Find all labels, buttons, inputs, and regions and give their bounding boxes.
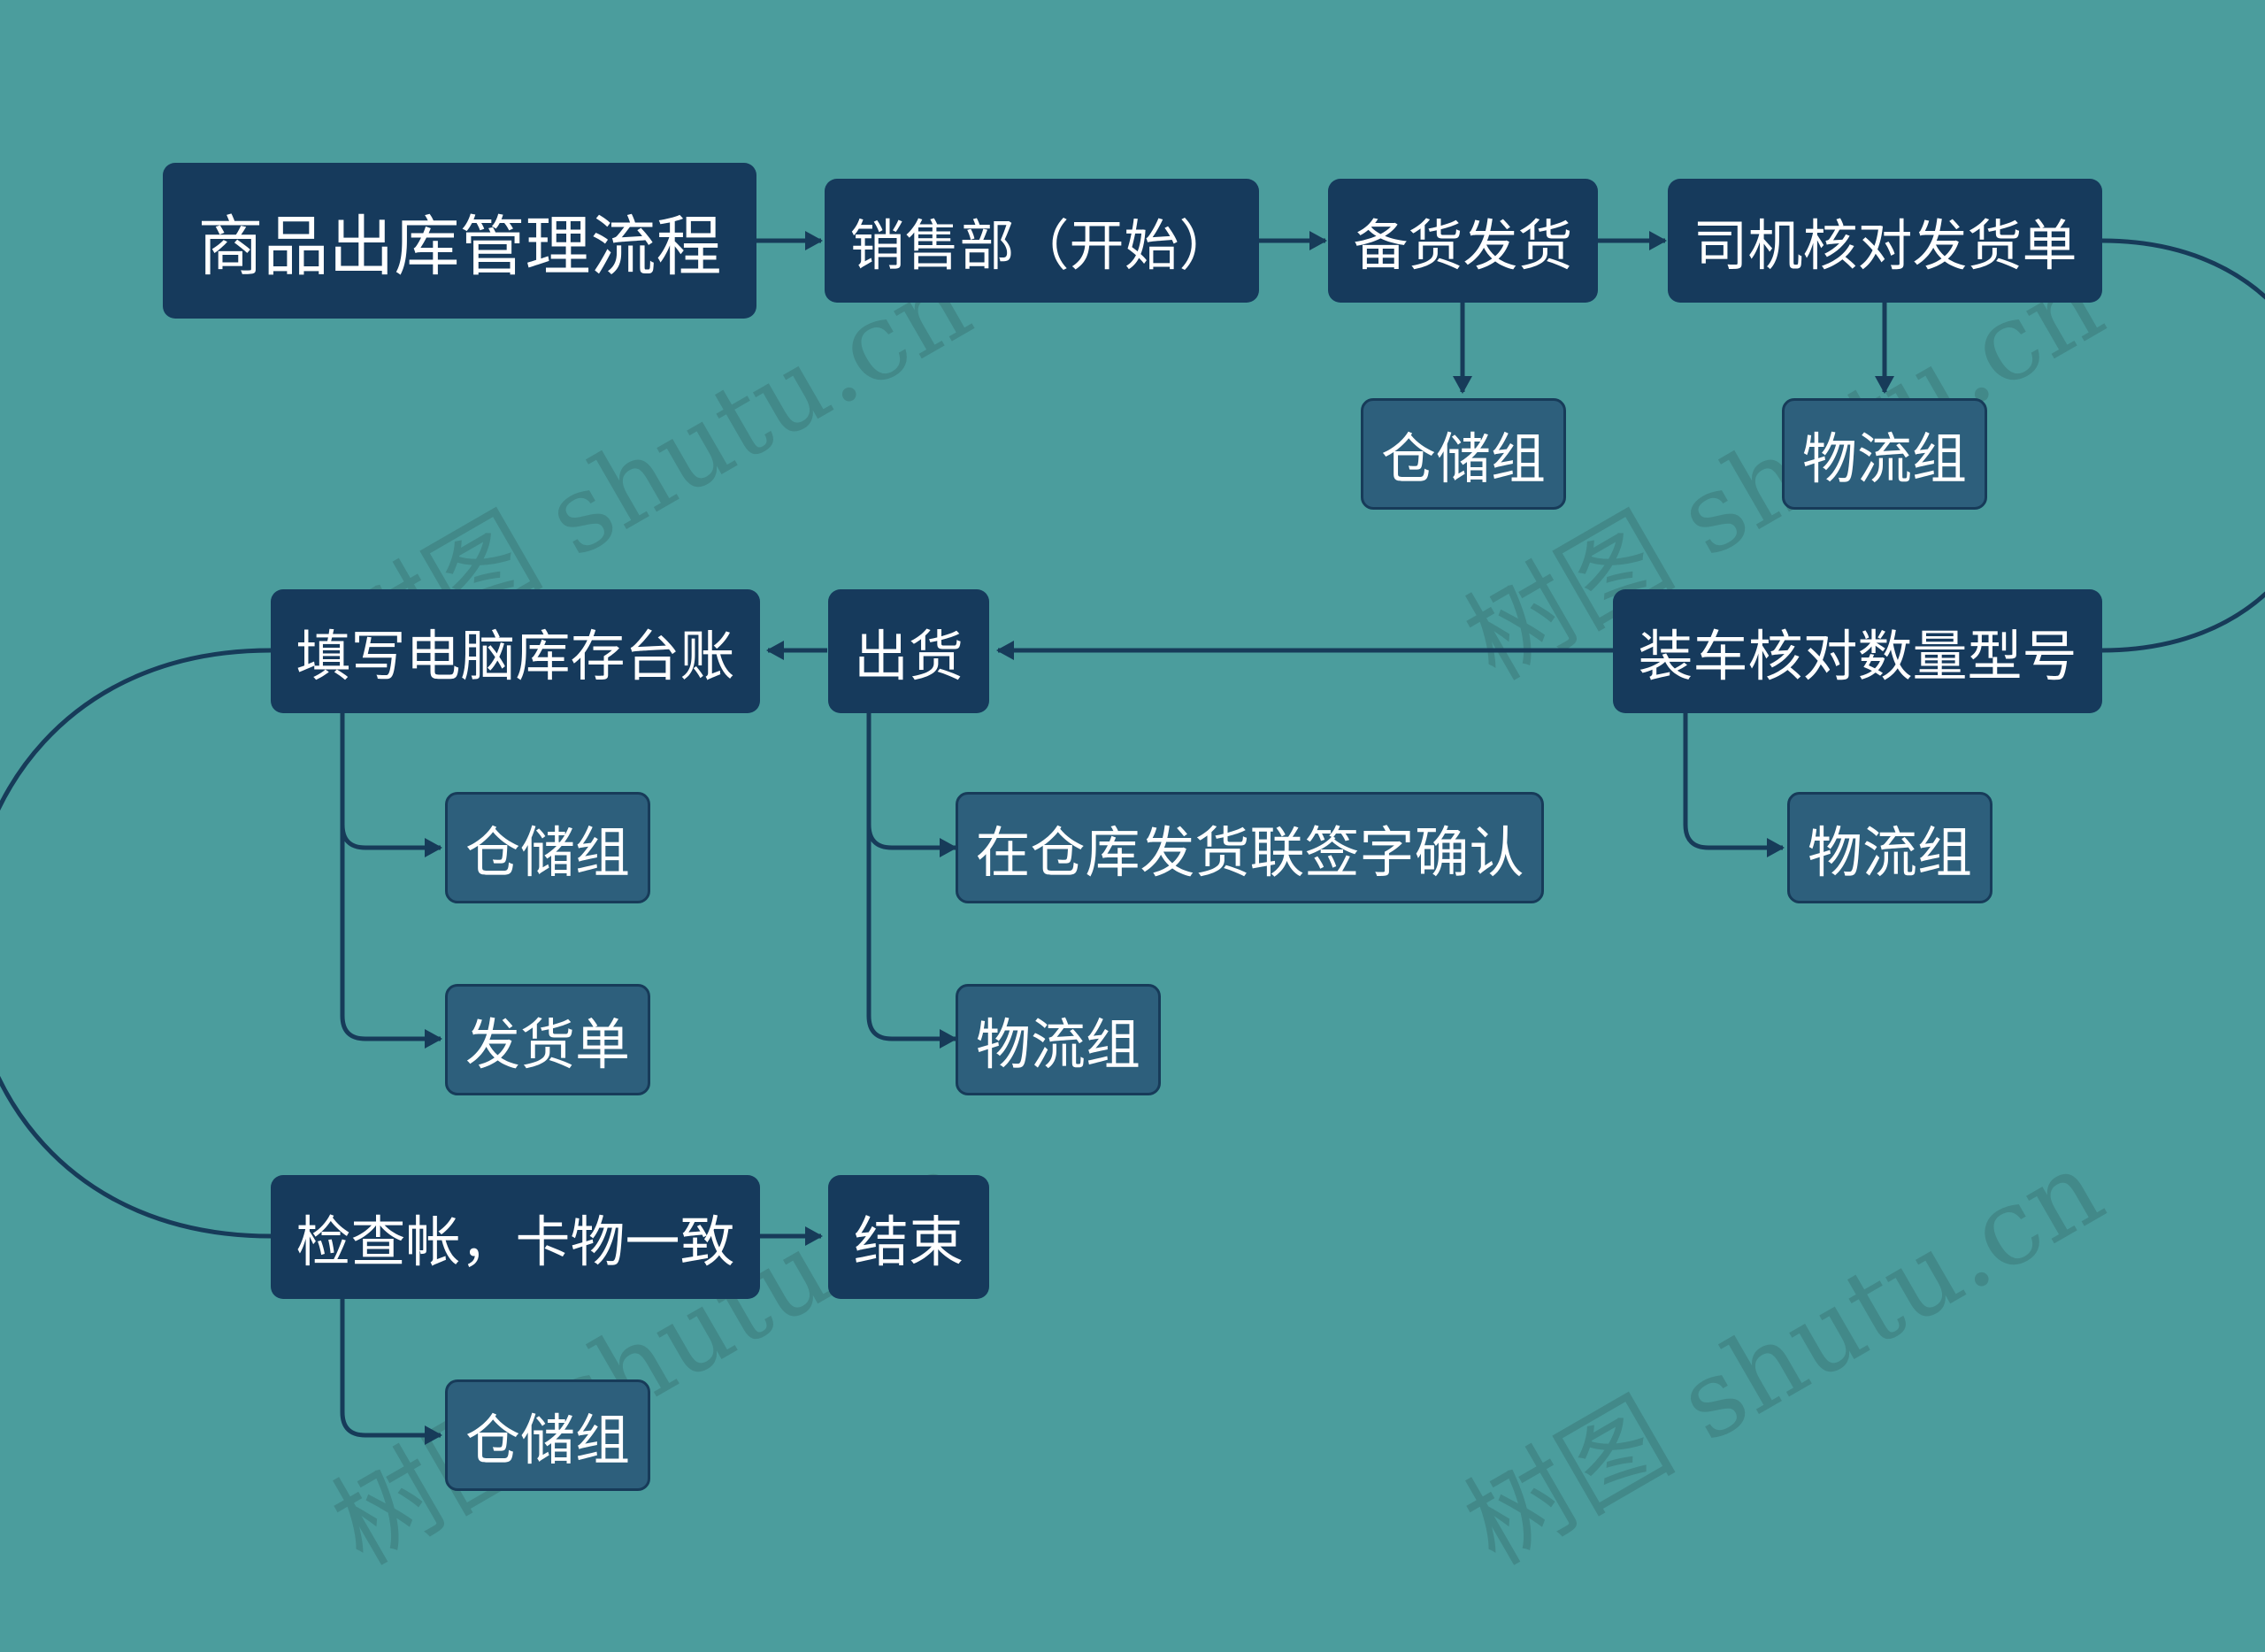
edge-load-owner (1683, 712, 1785, 857)
node-prepare[interactable]: 备货发货 (1328, 179, 1598, 303)
sub-audit-owner[interactable]: 仓储组 (445, 1379, 650, 1491)
sub-load-owner[interactable]: 物流组 (1787, 792, 1992, 903)
node-driver-check[interactable]: 司机核对发货单 (1668, 179, 2102, 303)
edge-ship-owner (866, 825, 957, 1049)
node-audit[interactable]: 检查帐，卡物一致 (271, 1175, 760, 1299)
edge-ship-confirm (866, 712, 957, 857)
edge-ledger-audit (0, 648, 272, 1239)
sub-ship-confirm[interactable]: 在仓库发货联签字确认 (956, 792, 1544, 903)
node-ship[interactable]: 出货 (828, 589, 989, 713)
edge-ledger-doc (340, 825, 442, 1049)
node-start[interactable]: 销售部（开始） (825, 179, 1259, 303)
sub-prepare-owner[interactable]: 仓储组 (1361, 398, 1566, 510)
edge-audit-owner (340, 1298, 442, 1445)
sub-ship-owner[interactable]: 物流组 (956, 984, 1161, 1095)
edge-ledger-owner (340, 712, 442, 857)
sub-ledger-doc[interactable]: 发货单 (445, 984, 650, 1095)
flowchart-title: 商品出库管理流程 (163, 163, 756, 319)
node-fill-ledger[interactable]: 填写电脑库存台账 (271, 589, 760, 713)
sub-driver-owner[interactable]: 物流组 (1782, 398, 1987, 510)
sub-ledger-owner[interactable]: 仓储组 (445, 792, 650, 903)
edge-driver-load (2101, 238, 2265, 653)
node-load-check[interactable]: 装车核对数量型号 (1613, 589, 2102, 713)
node-end[interactable]: 结束 (828, 1175, 989, 1299)
